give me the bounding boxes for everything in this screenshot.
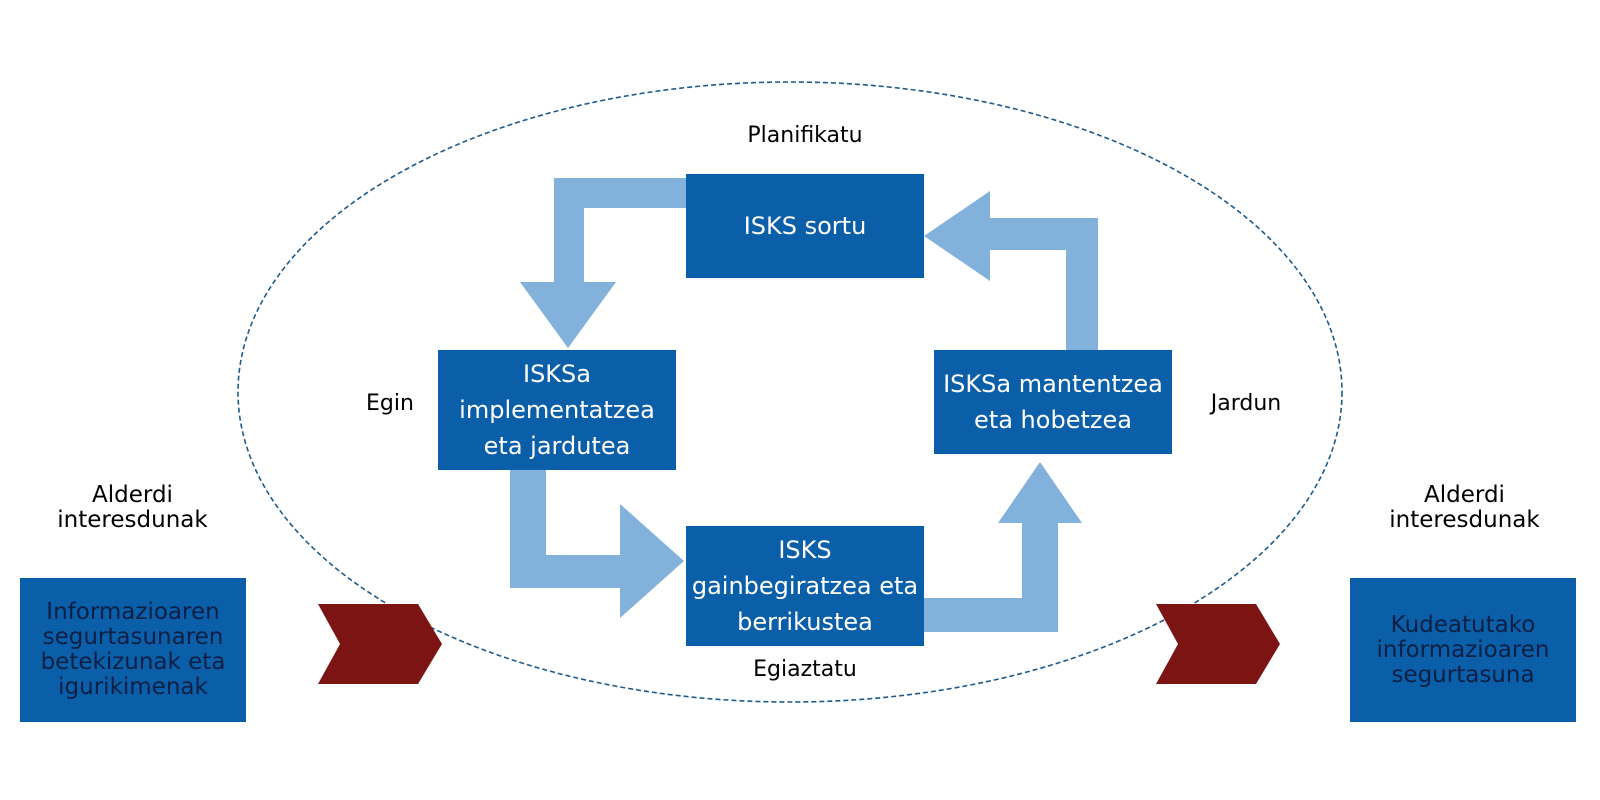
left-stakeholders-label: Alderdi interesdunak (57, 482, 208, 533)
requirements-input-text: Informazioaren segurtasunaren betekizuna… (40, 599, 226, 700)
phase-label-act: Jardun (1210, 391, 1282, 416)
phase-label-do: Egin (366, 391, 414, 416)
managed-security-output-box: Kudeatutako informazioaren segurtasuna (1350, 578, 1576, 722)
chevron-icon-left (318, 604, 442, 684)
arrow-do-to-check (510, 458, 684, 618)
box-implement-isms: ISKSa implementatzea eta jardutea (438, 350, 676, 470)
box-implement-isms-text: ISKSa implementatzea eta jardutea (459, 360, 655, 460)
box-create-isms-text: ISKS sortu (743, 212, 867, 240)
process-boundary-ellipse (237, 81, 1343, 703)
managed-security-output-text: Kudeatutako informazioaren segurtasuna (1376, 611, 1550, 688)
arrow-act-to-plan (924, 191, 1098, 352)
phase-label-check: Egiaztatu (753, 657, 857, 682)
box-maintain-isms: ISKSa mantentzea eta hobetzea (934, 350, 1172, 454)
phase-label-plan: Planifikatu (747, 123, 863, 148)
requirements-input-box: Informazioaren segurtasunaren betekizuna… (20, 578, 246, 722)
box-maintain-isms-text: ISKSa mantentzea eta hobetzea (943, 370, 1163, 434)
arrow-check-to-act (924, 462, 1082, 632)
arrow-plan-to-do (520, 178, 686, 348)
box-create-isms: ISKS sortu (686, 174, 924, 278)
box-monitor-isms-text: ISKS gainbegiratzea eta berrikustea (691, 536, 919, 636)
chevron-icon-right (1156, 604, 1280, 684)
box-monitor-isms: ISKS gainbegiratzea eta berrikustea (686, 526, 924, 646)
right-stakeholders-label: Alderdi interesdunak (1389, 482, 1540, 533)
